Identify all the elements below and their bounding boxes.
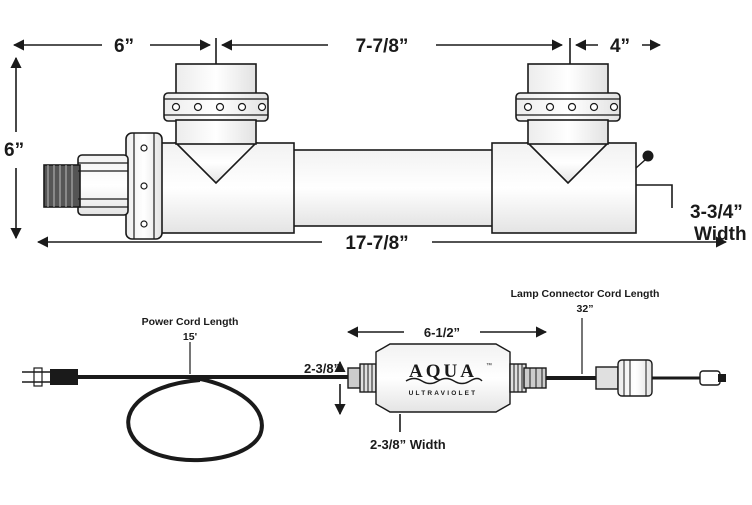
ballast-logo-tm: ™ (486, 362, 492, 369)
power-plug (22, 367, 78, 387)
ballast-body (375, 343, 511, 413)
dim-inlet-offset: 6” (114, 36, 134, 57)
power-cord-value: 15' (183, 331, 197, 343)
gland-ribs (363, 364, 543, 392)
power-cord-title: Power Cord Length (142, 316, 239, 328)
right-riser (527, 63, 609, 95)
lamp-cord-value: 32” (577, 303, 594, 315)
lamp-cord (546, 359, 726, 397)
housing-details (78, 98, 620, 239)
inlet-nut (77, 154, 129, 216)
ballast-right-gland (523, 367, 547, 389)
threaded-inlet (43, 164, 81, 208)
dim-port-spacing: 7-7/8” (356, 36, 409, 57)
left-riser (175, 63, 257, 95)
uv-housing (43, 63, 637, 240)
lamp-connector (617, 359, 653, 397)
inlet-threads (47, 165, 73, 207)
ballast-logo-sub: ULTRAVIOLET (409, 390, 478, 397)
top-dimension-lines (10, 38, 728, 248)
dim-width-value: 3-3/4” (690, 202, 743, 223)
ballast-length: 6-1/2” (424, 325, 460, 340)
left-riser-lower (175, 119, 257, 145)
ballast-width: 2-3/8” Width (370, 437, 446, 452)
lamp-plug (699, 370, 721, 386)
lamp-cord-title: Lamp Connector Cord Length (511, 288, 660, 300)
dim-height: 6” (4, 140, 24, 161)
ballast-logo-text: AQUA (409, 361, 477, 382)
ballast-height: 2-3/8” (304, 361, 340, 376)
right-riser-lower (527, 119, 609, 145)
dim-outlet-offset: 4” (610, 36, 630, 57)
dim-width-label: Width (694, 224, 747, 245)
center-tube (289, 149, 497, 227)
dim-overall-length: 17-7/8” (345, 233, 408, 254)
power-cord (78, 375, 350, 463)
nut-bolts (140, 102, 619, 228)
ballast-logo-wave (405, 377, 483, 385)
ballast-dimension-lines (334, 326, 548, 432)
indicator-knob (635, 150, 654, 169)
